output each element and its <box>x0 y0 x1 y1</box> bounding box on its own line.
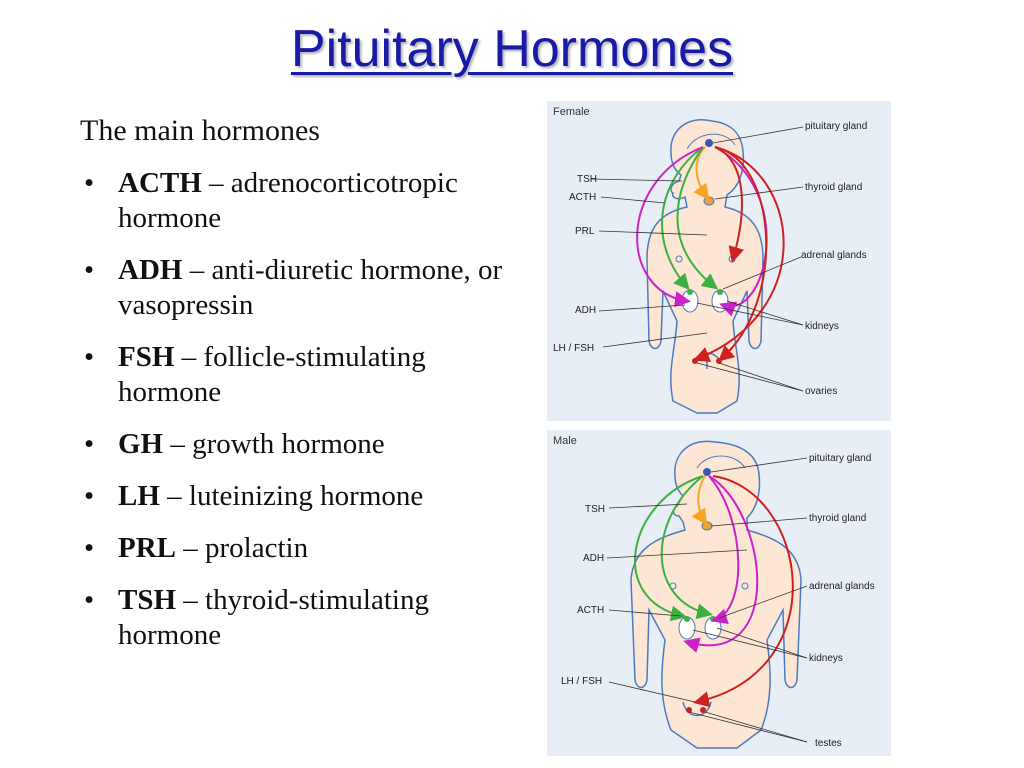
hormone-desc: – thyroid-stimulating hormone <box>118 584 429 651</box>
label-pituitary-gland: pituitary gland <box>809 453 871 464</box>
label-tsh: TSH <box>577 174 597 185</box>
label-thyroid-gland: thyroid gland <box>805 182 862 193</box>
label-acth: ACTH <box>569 192 596 203</box>
label-pituitary-gland: pituitary gland <box>805 121 867 132</box>
list-item: • FSH – follicle-stimulating hormone <box>80 340 530 410</box>
bullet-icon: • <box>84 254 95 286</box>
hormone-desc: – prolactin <box>176 532 309 564</box>
list-item: • ACTH – adrenocorticotropic hormone <box>80 166 530 236</box>
label-adh: ADH <box>583 553 604 564</box>
label-kidneys: kidneys <box>809 653 843 664</box>
list-item: • GH – growth hormone <box>80 427 530 462</box>
hormone-desc: – anti-diuretic hormone, or vasopressin <box>118 254 503 321</box>
female-body-illustration: Female TSH ACTH PRL ADH LH / FSH pituita… <box>547 101 891 421</box>
hormone-abbr: GH <box>118 428 164 460</box>
hormone-abbr: ACTH <box>118 167 202 199</box>
list-item: • LH – luteinizing hormone <box>80 479 530 514</box>
label-ovaries: ovaries <box>805 386 837 397</box>
hormone-desc: – growth hormone <box>163 428 385 460</box>
label-kidneys: kidneys <box>805 321 839 332</box>
label-testes: testes <box>815 738 842 749</box>
hormone-abbr: FSH <box>118 341 175 373</box>
label-adrenal-glands: adrenal glands <box>801 250 867 261</box>
bullet-icon: • <box>84 167 95 199</box>
hormone-list: • ACTH – adrenocorticotropic hormone • ADH… <box>80 166 530 670</box>
hormone-abbr: LH <box>118 480 160 512</box>
bullet-icon: • <box>84 480 95 512</box>
label-thyroid-gland: thyroid gland <box>809 513 866 524</box>
hormone-desc: – follicle-stimulating hormone <box>118 341 426 408</box>
bullet-icon: • <box>84 428 95 460</box>
bullet-icon: • <box>84 584 95 616</box>
hormone-abbr: TSH <box>118 584 177 616</box>
label-lh-fsh: LH / FSH <box>553 343 594 354</box>
hormone-abbr: PRL <box>118 532 176 564</box>
panel-label: Male <box>553 435 577 447</box>
list-item: • ADH – anti-diuretic hormone, or vasopre… <box>80 253 530 323</box>
intro-text: The main hormones <box>80 114 320 147</box>
list-item: • PRL – prolactin <box>80 531 530 566</box>
female-diagram: Female TSH ACTH PRL ADH LH / FSH pituita… <box>547 101 891 421</box>
label-prl: PRL <box>575 226 595 237</box>
label-lh-fsh: LH / FSH <box>561 676 602 687</box>
label-acth: ACTH <box>577 605 604 616</box>
hormone-abbr: ADH <box>118 254 183 286</box>
page-title: Pituitary Hormones <box>290 20 734 78</box>
bullet-icon: • <box>84 532 95 564</box>
male-body-illustration: Male TSH ADH ACTH LH / FSH pituitary gla… <box>547 430 891 756</box>
label-adrenal-glands: adrenal glands <box>809 581 875 592</box>
label-tsh: TSH <box>585 504 605 515</box>
male-diagram: Male TSH ADH ACTH LH / FSH pituitary gla… <box>547 430 891 756</box>
hormone-desc: – adrenocorticotropic hormone <box>118 167 458 234</box>
hormone-desc: – luteinizing hormone <box>159 480 424 512</box>
bullet-icon: • <box>84 341 95 373</box>
label-adh: ADH <box>575 305 596 316</box>
panel-label: Female <box>553 106 590 118</box>
list-item: • TSH – thyroid-stimulating hormone <box>80 583 530 653</box>
